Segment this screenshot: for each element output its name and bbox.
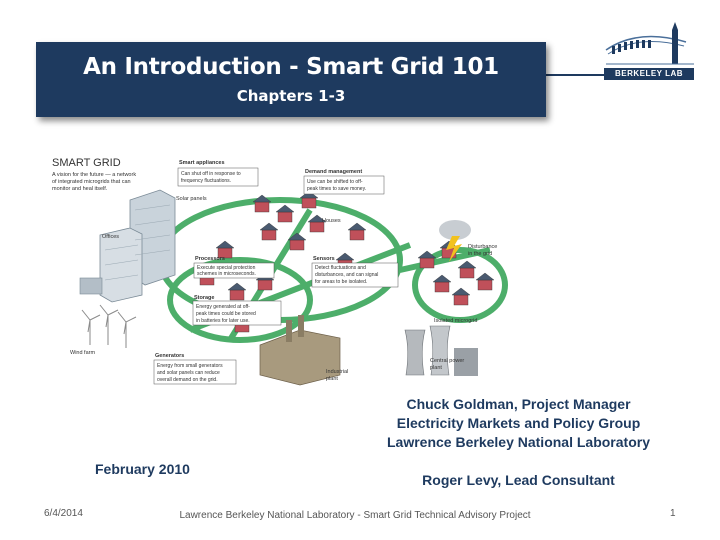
demand-management-desc-1: Use can be shifted to off- [307, 179, 363, 185]
storage-box [192, 300, 282, 326]
title-box: An Introduction - Smart Grid 101 Chapter… [36, 42, 546, 117]
generators-box [153, 359, 237, 385]
label-disturbance-1: Disturbance [468, 244, 497, 250]
credit-consultant: Roger Levy, Lead Consultant [422, 472, 615, 488]
footer-text: Lawrence Berkeley National Laboratory - … [179, 510, 531, 521]
label-smart-appliances: Smart appliances [179, 160, 225, 166]
sensors-desc-2: disturbances, and can signal [315, 272, 378, 278]
demand-management-box [303, 175, 385, 195]
label-offices: Offices [102, 234, 119, 240]
slide-subtitle: Chapters 1-3 [236, 87, 346, 105]
slide-title: An Introduction - Smart Grid 101 [83, 54, 499, 80]
industrial-plant [259, 315, 341, 386]
generators-desc-1: Energy from small generators [157, 363, 223, 369]
sensors-desc-1: Detect fluctuations and [315, 265, 366, 271]
disturbance-icon [439, 220, 471, 262]
label-industrial-plant-2: plant [326, 376, 338, 382]
office-buildings [79, 189, 176, 303]
processors-desc-2: schemes in microseconds. [197, 271, 256, 277]
page-number: 1 [670, 508, 676, 519]
storage-desc-1: Energy generated at off- [196, 304, 250, 310]
generators-desc-3: overall demand on the grid. [157, 377, 218, 383]
label-industrial-plant-1: Industrial [326, 369, 348, 375]
sensors-box [311, 262, 399, 288]
label-storage: Storage [194, 295, 214, 301]
smart-grid-diagram: SMART GRID A vision for the future — a n… [52, 157, 508, 386]
label-generators: Generators [155, 353, 184, 359]
label-central-power-plant-1: Central power [430, 358, 464, 364]
credit-manager: Chuck Goldman, Project Manager [406, 396, 631, 412]
label-sensors: Sensors [313, 256, 335, 262]
credit-lab: Lawrence Berkeley National Laboratory [387, 434, 650, 450]
generators-desc-2: and solar panels can reduce [157, 370, 220, 376]
label-houses: Houses [322, 218, 341, 224]
label-demand-management: Demand management [305, 169, 362, 175]
berkeley-lab-logo [605, 22, 694, 65]
smart-appliances-box [177, 167, 259, 187]
demand-management-desc-2: peak times to save money. [307, 186, 366, 192]
diagram-desc-3: monitor and heal itself. [52, 186, 108, 192]
credits-block: Chuck Goldman, Project Manager Electrici… [356, 395, 681, 452]
credit-group: Electricity Markets and Policy Group [396, 415, 641, 431]
presentation-date: February 2010 [95, 461, 190, 477]
sensors-desc-3: for areas to be isolated. [315, 279, 367, 285]
diagram-desc-1: A vision for the future — a network [52, 172, 136, 178]
smart-appliances-desc-2: frequency fluctuations. [181, 178, 231, 184]
processors-desc-1: Execute special protection [197, 265, 256, 271]
label-central-power-plant-2: plant [430, 365, 442, 371]
label-processors: Processors [195, 256, 225, 262]
label-isolated-microgrid: Isolated microgrid [434, 318, 477, 324]
smart-appliances-desc-1: Can shut off in response to [181, 171, 241, 177]
wind-farm [81, 304, 137, 348]
label-solar-panels: Solar panels [176, 196, 207, 202]
logo-text: BERKELEY LAB [604, 68, 694, 80]
diagram-desc-2: of integrated microgrids that can [52, 179, 131, 185]
label-disturbance-2: in the grid [468, 251, 492, 257]
diagram-heading: SMART GRID [52, 157, 121, 169]
storage-desc-2: peak times could be stored [196, 311, 256, 317]
storage-desc-3: in batteries for later use. [196, 318, 250, 324]
footer-date: 6/4/2014 [44, 508, 83, 519]
processors-box [193, 262, 275, 279]
central-power-plant [404, 325, 478, 376]
label-wind-farm: Wind farm [70, 350, 95, 356]
